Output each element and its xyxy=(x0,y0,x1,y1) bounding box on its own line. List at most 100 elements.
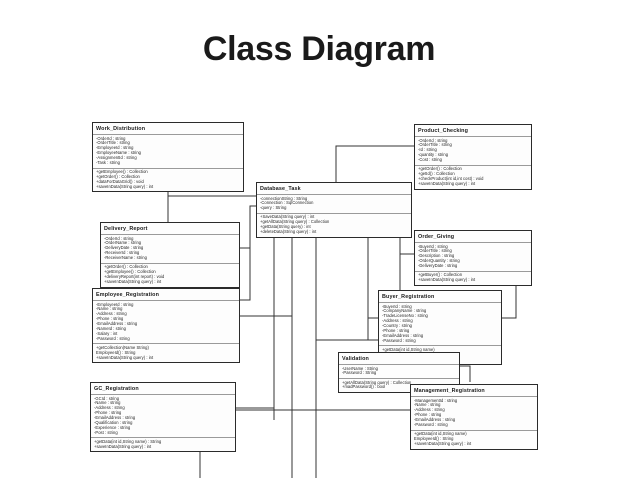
class-attributes-gc-registration: -GCId : string-Name : string-Address : s… xyxy=(91,394,235,439)
class-operations-work-distribution: +getEmployee() : Collection+getOrder() :… xyxy=(93,168,243,192)
operation-row: +getEmployee() : Collection xyxy=(104,269,156,275)
edge-employee-registration xyxy=(240,224,293,317)
attribute-row: -OrderTitle : string xyxy=(418,248,452,254)
attribute-row: -Password : String xyxy=(342,370,377,376)
attribute-row: -query : String xyxy=(260,205,287,211)
attribute-row: -Salary : int xyxy=(96,331,118,337)
attribute-row: -ReceiverName : string xyxy=(104,255,147,261)
operation-row: +getCollection(Name String) xyxy=(96,345,149,351)
operation-row: +getId() : Collection xyxy=(418,171,455,177)
class-name-product-checking: Product_Checking xyxy=(415,125,531,137)
attribute-row: -OrderName : string xyxy=(104,240,142,246)
class-name-order-giving: Order_Giving xyxy=(415,231,531,243)
attribute-row: -EmployeeId : string xyxy=(96,145,134,151)
operation-row: +checkProduct(int id,int cost) : void xyxy=(418,176,484,182)
attribute-row: -UserName : String xyxy=(342,365,378,371)
attribute-row: -EmployeeId : string xyxy=(96,301,134,307)
class-attributes-database-task: -connectionString : String-Connection : … xyxy=(257,194,411,214)
operation-row: +getAllData(String query) : Collection xyxy=(260,219,330,225)
attribute-row: -BuyerId : string xyxy=(418,243,448,249)
attribute-row: -connectionString : String xyxy=(260,195,308,201)
operation-row: +getBuyer() : Collection xyxy=(418,272,463,278)
class-name-delivery-report: Delivery_Report xyxy=(101,223,239,235)
operation-row: +getData(int id,String name) xyxy=(414,431,467,437)
attribute-row: -GCId : string xyxy=(94,395,120,401)
class-box-order-giving[interactable]: Order_Giving-BuyerId : string-OrderTitle… xyxy=(414,230,532,286)
operation-row: +saveInData(String query) : int xyxy=(418,181,476,187)
class-box-delivery-report[interactable]: Delivery_Report-OrderId : string-OrderNa… xyxy=(100,222,240,288)
class-name-validation: Validation xyxy=(339,353,459,365)
attribute-row: -NameId : string xyxy=(96,326,126,332)
attribute-row: -Password : string xyxy=(96,335,130,341)
attribute-row: -ReceiverId : string xyxy=(104,250,140,256)
operation-row: +saveInData(String query) : int xyxy=(94,443,152,449)
edge-delivery-report xyxy=(240,205,256,249)
attribute-row: -ManagementId : string xyxy=(414,397,458,403)
attribute-row: -Name : string xyxy=(94,400,121,406)
operation-row: +saveInData(String query) : int xyxy=(418,277,476,283)
operation-row: +saveInData(String query) : int xyxy=(96,354,154,360)
class-attributes-order-giving: -BuyerId : string-OrderTitle : string-De… xyxy=(415,242,531,272)
attribute-row: -OrderId : string xyxy=(96,135,126,141)
class-operations-order-giving: +getBuyer() : Collection+saveInData(Stri… xyxy=(415,271,531,285)
attribute-row: -Name : string xyxy=(414,402,441,408)
operation-row: EmployeeId() : String xyxy=(96,349,136,355)
attribute-row: -Post : string xyxy=(94,429,118,435)
attribute-row: -EmailAddress : string xyxy=(94,415,136,421)
attribute-row: -Address : string xyxy=(382,318,413,324)
attribute-row: -EmployeeName : string xyxy=(96,150,142,156)
operation-row: EmployeeId() : String xyxy=(414,436,454,442)
class-box-management-registration[interactable]: Management_Registration-ManagementId : s… xyxy=(410,384,538,450)
attribute-row: -quantity : string xyxy=(418,152,449,158)
class-name-work-distribution: Work_Distribution xyxy=(93,123,243,135)
edge-management-registration xyxy=(460,365,471,382)
class-box-gc-registration[interactable]: GC_Registration-GCId : string-Name : str… xyxy=(90,382,236,453)
class-name-management-registration: Management_Registration xyxy=(411,385,537,397)
class-box-work-distribution[interactable]: Work_Distribution-OrderId : string-Order… xyxy=(92,122,244,193)
class-box-product-checking[interactable]: Product_Checking-OrderId : string-OrderT… xyxy=(414,124,532,190)
operation-row: +deliveryReport(int report) : void xyxy=(104,274,165,280)
class-box-database-task[interactable]: Database_Task-connectionString : String-… xyxy=(256,182,412,238)
attribute-row: -Password : string xyxy=(382,337,416,343)
class-name-gc-registration: GC_Registration xyxy=(91,383,235,395)
edge-validation xyxy=(315,224,381,352)
operation-row: +dataForDataGrid() : void xyxy=(96,179,144,185)
page-title: Class Diagram xyxy=(202,30,436,68)
class-attributes-validation: -UserName : String-Password : String xyxy=(339,364,459,379)
class-attributes-buyer-registration: -BuyerId : string-CompanyName : string-T… xyxy=(379,302,501,347)
attribute-row: -AssignmentId : string xyxy=(96,155,137,161)
attribute-row: -Cost : string xyxy=(418,157,442,163)
operation-row: +saveInData(String query) : int xyxy=(96,183,154,189)
operation-row: +getOrder() : Collection xyxy=(418,166,462,172)
class-box-employee-registration[interactable]: Employee_Registration-EmployeeId : strin… xyxy=(92,288,240,364)
attribute-row: -Phone : string xyxy=(382,328,410,334)
attribute-row: -OrderId : string xyxy=(104,235,134,241)
attribute-row: -Connection : SqlConnection xyxy=(260,200,314,206)
operation-row: +getAllData(String query) : Collection xyxy=(342,379,412,385)
attribute-row: -Task : string xyxy=(96,160,120,166)
operation-row: +getData(int id,String name) : String xyxy=(94,439,162,445)
class-attributes-product-checking: -OrderId : string-OrderTitle : string-Id… xyxy=(415,136,531,166)
operation-row: +saveInData(String query) : int xyxy=(414,441,472,447)
attribute-row: -OrderQuantity : string xyxy=(418,258,460,264)
attribute-row: -CompanyName : string xyxy=(382,308,427,314)
attribute-row: -Phone : string xyxy=(94,410,122,416)
attribute-row: -OrderTitle : string xyxy=(418,142,452,148)
attribute-row: -Password : string xyxy=(414,422,448,428)
attribute-row: -Qualification : string xyxy=(94,420,133,426)
operation-row: +getData(int id,String name) xyxy=(382,347,435,353)
class-operations-database-task: +SaveData(String query) : int+getAllData… xyxy=(257,213,411,237)
attribute-row: -Address : string xyxy=(96,311,127,317)
class-operations-product-checking: +getOrder() : Collection+getId() : Colle… xyxy=(415,165,531,189)
attribute-row: -BuyerId : string xyxy=(382,303,412,309)
edge-buyer-registration xyxy=(367,224,378,319)
attribute-row: -Phone : string xyxy=(414,412,442,418)
attribute-row: -OrderTitle : string xyxy=(96,140,130,146)
operation-row: +getEmployee() : Collection xyxy=(96,169,148,175)
class-attributes-delivery-report: -OrderId : string-OrderName : string-Del… xyxy=(101,234,239,264)
operation-row: +getOrder() : Collection xyxy=(104,264,148,270)
class-attributes-management-registration: -ManagementId : string-Name : string-Add… xyxy=(411,396,537,431)
attribute-row: -Name : string xyxy=(96,306,123,312)
